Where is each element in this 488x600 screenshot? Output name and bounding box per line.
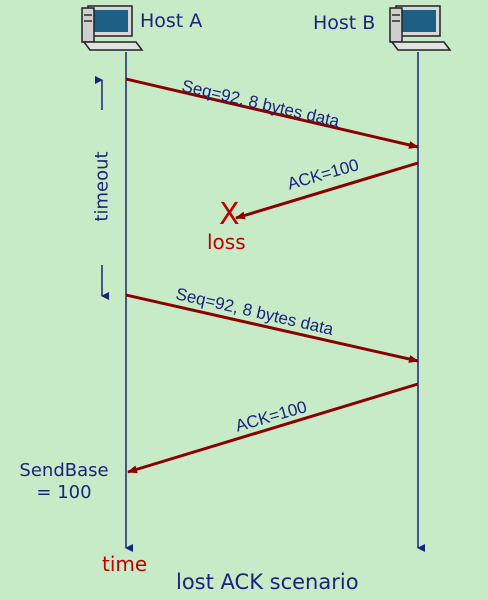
host-b-label: Host B xyxy=(313,12,376,34)
message-arrow-1 xyxy=(125,77,419,149)
message-arrow-2 xyxy=(235,161,419,220)
timeout-label: timeout xyxy=(91,151,113,222)
host-b-computer-icon xyxy=(389,5,452,51)
host-a-label: Host A xyxy=(140,10,203,32)
caption: lost ACK scenario xyxy=(176,570,359,594)
message-arrow-4 xyxy=(127,382,419,474)
loss-label: loss xyxy=(207,230,246,254)
time-label: time xyxy=(102,552,148,576)
sendbase-label: SendBase = 100 xyxy=(8,460,120,503)
sendbase-line-1: SendBase xyxy=(19,460,109,481)
loss-x-mark: X xyxy=(219,197,240,232)
host-a-computer-icon xyxy=(81,5,144,51)
sendbase-line-2: = 100 xyxy=(36,481,92,503)
message-arrow-3 xyxy=(125,293,419,363)
